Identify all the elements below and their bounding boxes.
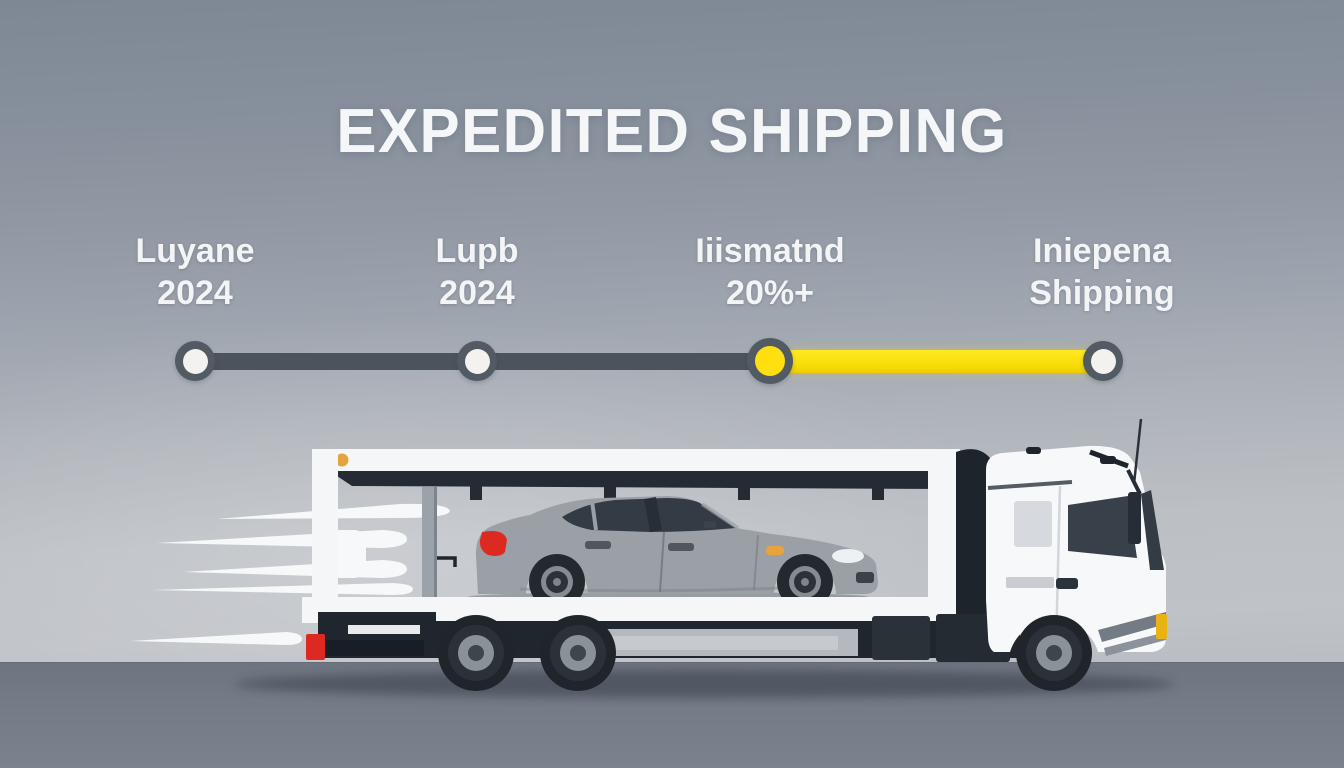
canopy-top [312,449,960,471]
cab-windshield [1141,490,1164,570]
node-core [1090,348,1116,374]
car-taillight [479,531,507,556]
trailer-wheel-2 [540,615,616,691]
car-fender-seam [753,534,759,591]
cab-antenna [1132,418,1143,485]
milestone-2-line1: Lupb [435,232,519,270]
cab-indicator-yellow [1156,614,1167,639]
toolbox-1 [872,616,930,660]
speed-lines [130,503,450,645]
milestone-label-1: Luyane 2024 [135,230,254,314]
cab-step-strip [1006,577,1054,588]
speed-line [157,530,407,548]
milestone-4-line1: Iniepena [1033,232,1171,270]
timeline-node-4 [1083,341,1123,381]
rear-taillight [306,634,325,660]
side-skirt-inner [592,636,838,650]
car-door-handle [668,543,694,551]
car-mirror [704,521,716,528]
cab-wheel [1016,615,1092,691]
milestone-label-3: Iiismatnd 20%+ [695,230,844,314]
milestone-3-line1: Iiismatnd [695,232,845,270]
truck-cab [956,418,1167,691]
cab-side-window [1068,496,1137,558]
page-title: EXPEDITED SHIPPING [336,97,1008,166]
node-core [464,348,490,374]
trailer-latch [437,556,457,567]
canopy-underside [328,470,948,489]
milestone-2-line2: 2024 [439,274,515,313]
cab-marker-light [1026,447,1041,454]
cab-roof-seam [987,480,1073,490]
milestone-1-line2: 2024 [157,274,233,313]
car-wheel-front [777,554,833,610]
car-grille [856,572,874,583]
trailer-post-inner [422,487,437,601]
car-pillar-trim [590,500,598,531]
rear-lower-bar [308,640,424,656]
car-door-seam [659,531,665,593]
cab-sleeper-window [1014,501,1052,547]
cab-stripe-1 [1098,612,1166,642]
trailer [312,449,960,601]
canopy-hangers [470,486,884,500]
rear-underride-bar [348,625,420,634]
trailer-wheel-1 [438,615,514,691]
trailer-post-inner-edge [434,487,437,601]
timeline-node-2 [457,341,497,381]
milestone-3-line2: 20%+ [726,274,814,313]
car-b-pillar [644,496,662,533]
milestone-4-line2: Shipping [1029,274,1175,313]
node-core [182,348,208,374]
speed-line [183,560,407,578]
node-core-yellow [755,346,785,376]
milestone-label-4: Iniepena Shipping [1029,230,1174,314]
timeline-segment-yellow [770,350,1104,373]
milestone-1-line1: Luyane [135,232,255,270]
cab-mirror [1128,492,1141,544]
speed-line [152,583,413,595]
trailer-post-right [928,449,956,600]
car-wheel-rear [529,554,585,610]
car-sedan [468,496,878,610]
car-headlight [832,549,864,563]
cab-marker-light [1100,456,1116,464]
cab-door-handle [1056,578,1078,589]
car-door-handle [585,541,611,549]
canopy-marker-light [335,453,349,467]
timeline-node-3-highlight [747,338,793,384]
cab-stripe-2 [1104,632,1166,656]
cab-mirror-arm [1126,469,1142,495]
timeline-node-1 [175,341,215,381]
trailer-post-left [312,449,338,600]
milestone-label-2: Lupb 2024 [435,230,518,314]
car-indicator-orange [766,546,784,555]
speed-line [130,632,302,645]
car-a-pillar [700,502,740,530]
